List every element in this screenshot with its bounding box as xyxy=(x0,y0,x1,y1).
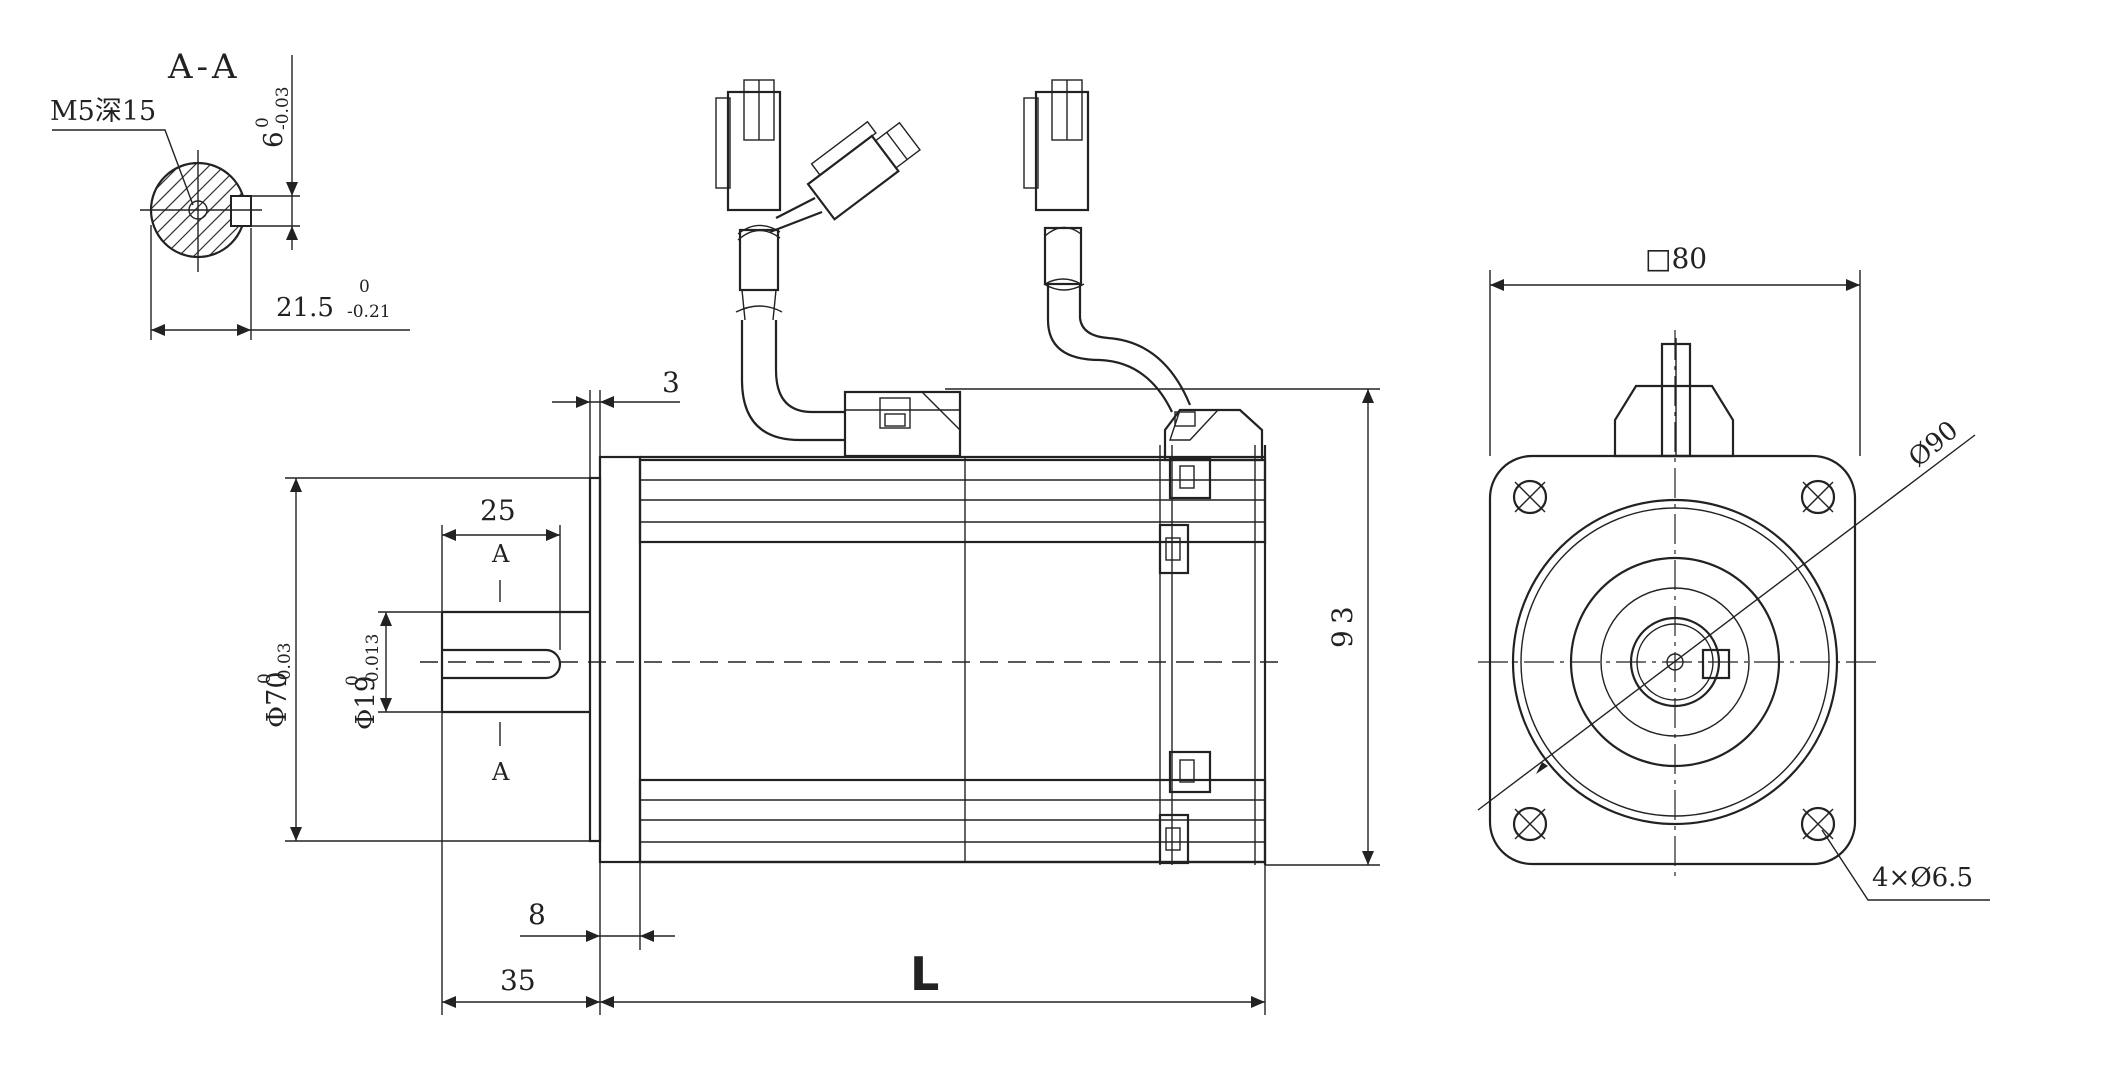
hole-label: M5深15 xyxy=(50,96,156,127)
hole-leader xyxy=(52,129,194,206)
power-plug-main xyxy=(726,90,782,212)
section-a-a: A-A M5深15 6 xyxy=(50,47,410,340)
svg-text:0: 0 xyxy=(255,673,275,684)
spigot-length-label: 8 xyxy=(528,898,546,931)
square-size-label: □80 xyxy=(1645,242,1707,275)
shaft-length-label: 35 xyxy=(500,964,536,997)
body-length-label: L xyxy=(910,947,939,1001)
svg-text:21.5: 21.5 xyxy=(276,293,334,323)
mounting-hole-leader xyxy=(1821,829,1990,901)
shaft xyxy=(440,610,590,714)
svg-text:0: 0 xyxy=(343,675,363,686)
svg-text:Ø90: Ø90 xyxy=(1903,415,1964,473)
encoder-clips xyxy=(1158,456,1212,865)
encoder-cable xyxy=(1023,79,1192,413)
power-cable xyxy=(715,79,921,442)
encoder-plug xyxy=(1034,90,1090,212)
svg-text:6: 6 xyxy=(259,131,289,148)
bolt-circle-label: Ø90 xyxy=(1903,415,1964,473)
brake-plug xyxy=(806,120,921,221)
front-cover xyxy=(598,455,642,864)
svg-text:0: 0 xyxy=(253,117,273,128)
svg-text:93: 93 xyxy=(1326,600,1359,648)
section-title: A-A xyxy=(167,47,241,87)
flange-plate xyxy=(588,476,602,843)
height-label: 93 xyxy=(1326,600,1359,648)
svg-text:-0.013: -0.013 xyxy=(363,634,383,688)
mounting-hole-label: 4×Ø6.5 xyxy=(1872,863,1973,893)
section-mark-top: A xyxy=(491,540,510,568)
shaft-diameter-label: Φ19 0 -0.013 xyxy=(343,634,383,730)
key-length-label: 25 xyxy=(480,494,516,527)
key-depth-label: 21.5 0 -0.21 xyxy=(276,277,391,323)
svg-text:-0.03: -0.03 xyxy=(275,642,295,686)
shaft-key-front xyxy=(1701,648,1731,680)
pilot-diameter-label: Φ70 0 -0.03 xyxy=(255,642,295,728)
lower-fin xyxy=(638,778,1267,864)
encoder-connector-housing xyxy=(1163,408,1264,462)
front-connector xyxy=(1613,338,1735,458)
key-flat xyxy=(230,195,252,227)
shaft-key xyxy=(442,648,562,680)
svg-text:Φ70: Φ70 xyxy=(262,672,293,729)
svg-text:-0.03: -0.03 xyxy=(273,86,293,130)
front-flange-square xyxy=(1488,454,1857,866)
section-mark-bottom: A xyxy=(491,758,510,786)
side-view: 3 25 A A Φ70 0 -0.03 Φ19 0 - xyxy=(255,79,1380,1015)
svg-text:0: 0 xyxy=(359,277,370,297)
bolt-circle-dimension-line xyxy=(1477,434,1976,811)
svg-text:Φ19: Φ19 xyxy=(351,676,381,730)
svg-text:-0.21: -0.21 xyxy=(347,302,391,322)
power-connector-housing xyxy=(843,390,962,458)
front-view: Ø90 □80 4×Ø6.5 xyxy=(1477,242,1990,901)
upper-fin xyxy=(638,458,1267,544)
flange-thickness-label: 3 xyxy=(662,366,680,399)
mounting-holes xyxy=(1512,479,1836,842)
key-width-label: 6 0 -0.03 xyxy=(253,86,293,148)
